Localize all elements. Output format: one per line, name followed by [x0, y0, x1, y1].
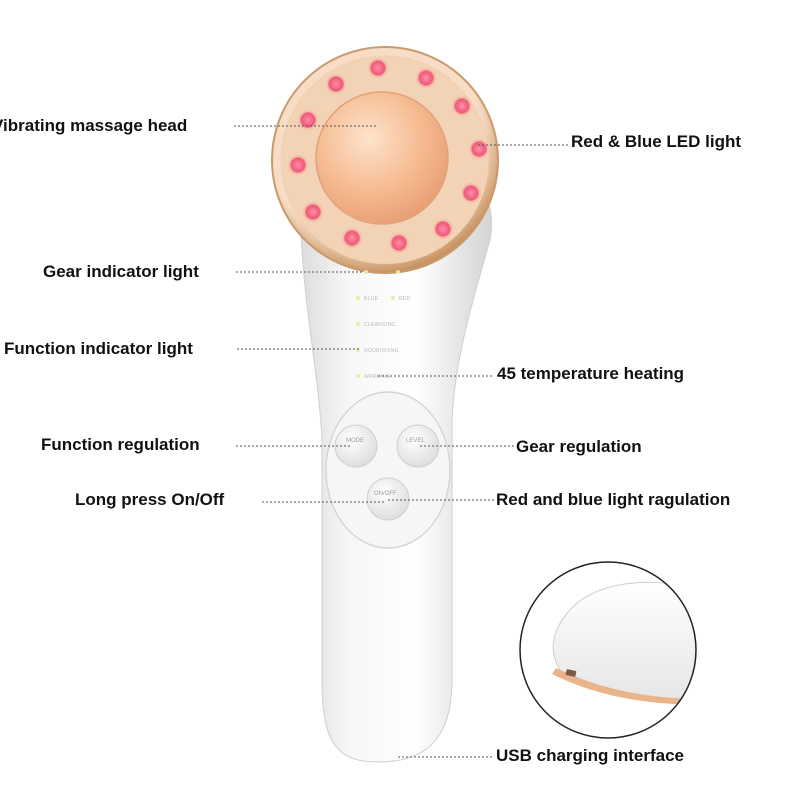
indicator-label-warming: WARMING [364, 374, 391, 380]
mode-button-label: MODE [346, 438, 364, 444]
led-light [326, 74, 346, 94]
indicator-dot [356, 296, 360, 300]
led-light [288, 155, 308, 175]
gear-indicator-dot [364, 270, 368, 274]
led-ring [288, 58, 489, 253]
led-light [469, 139, 489, 159]
usb-detail-inset [519, 561, 697, 739]
level-button[interactable] [396, 424, 440, 468]
vibrating-massage-plate [315, 91, 449, 225]
label-red-blue-led-light: Red & Blue LED light [571, 132, 741, 151]
label-gear-indicator-light: Gear indicator light [43, 262, 199, 281]
led-light [433, 219, 453, 239]
indicator-label-cleansing: CLEANSING [364, 322, 396, 328]
onoff-button-label: ON/OFF [374, 491, 397, 497]
led-light [303, 202, 323, 222]
indicator-dot [356, 374, 360, 378]
level-button-label: LEVEL [406, 438, 425, 444]
label-long-press-onoff: Long press On/Off [75, 490, 225, 509]
led-light [416, 68, 436, 88]
onoff-button[interactable] [366, 477, 410, 521]
gold-trim [552, 668, 696, 705]
led-light [461, 183, 481, 203]
led-light [368, 58, 388, 78]
indicator-dot [356, 322, 360, 326]
label-function-regulation: Function regulation [41, 435, 200, 454]
led-light [298, 110, 318, 130]
indicator-label-red: RED [399, 296, 411, 302]
label-red-blue-light-regulation: Red and blue light ragulation [496, 490, 731, 509]
led-light [452, 96, 472, 116]
indicator-label-nourishing: NOURISHING [364, 348, 399, 354]
label-usb-charging-interface: USB charging interface [496, 746, 684, 765]
gear-indicator-dot [396, 270, 400, 274]
indicator-label-blue: BLUE [364, 296, 379, 302]
label-vibrating-massage-head: Vibrating massage head [0, 116, 188, 135]
label-temperature-heating: 45 temperature heating [497, 364, 685, 383]
led-light [389, 233, 409, 253]
label-function-indicator-light: Function indicator light [4, 339, 193, 358]
label-gear-regulation: Gear regulation [516, 437, 642, 456]
mode-button[interactable] [334, 424, 378, 468]
led-light [342, 228, 362, 248]
button-panel [325, 391, 451, 549]
indicator-dot [391, 296, 395, 300]
usb-port [565, 669, 577, 677]
